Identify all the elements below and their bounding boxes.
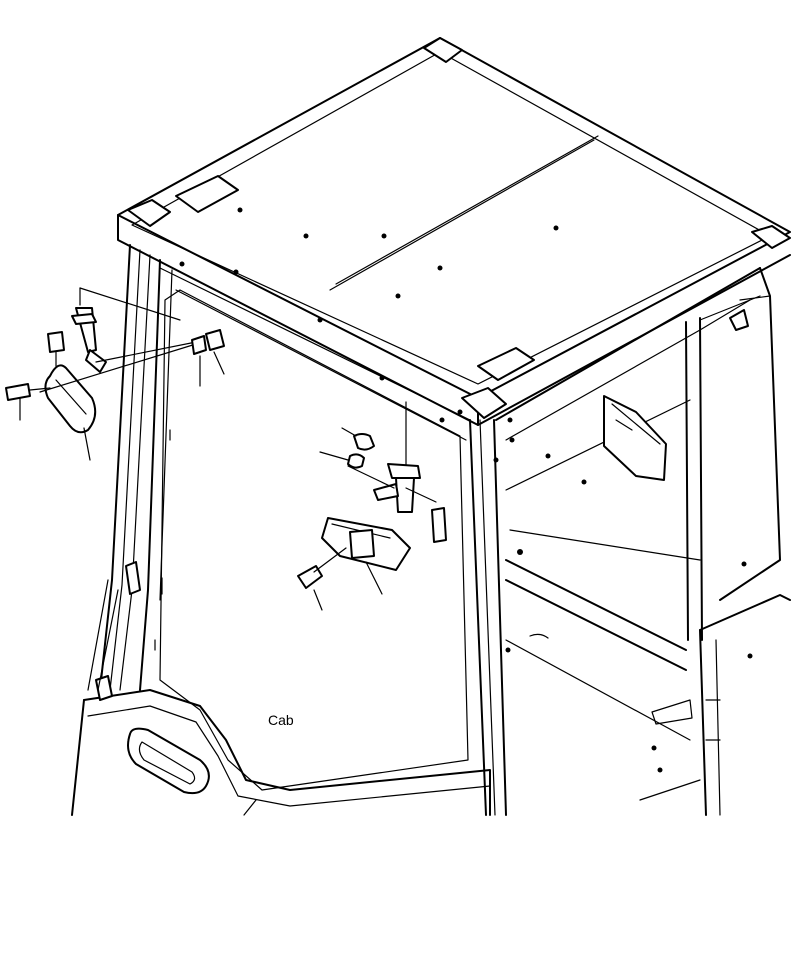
roof-plate-front [175,175,239,213]
interior-mirror-stay [395,477,415,513]
cab-label: Cab [268,712,294,728]
interior-mirror-washer [347,453,365,469]
corner-bracket-front [461,387,507,419]
door-lower-panel [71,689,491,816]
front-right-pillar [469,419,507,816]
front-upper-beam [159,267,471,441]
roof-plate-rear [477,347,535,381]
leader-line-bottom [243,799,257,816]
roof [117,37,791,426]
door-hinge [87,561,141,701]
corner-bracket-right [751,225,791,249]
corner-bracket-top [423,37,463,63]
window-latch [729,309,749,331]
door-handle-grip [127,727,210,795]
left-mirror-bolt [5,383,31,401]
left-mirror-nut [205,329,225,351]
floor-panel [505,453,753,801]
side-frame-bolts [439,409,515,653]
interior-mirror-screw [431,507,447,543]
roof-bolts [179,207,559,381]
rear-bracket [603,395,667,481]
windshield [154,289,469,791]
left-mirror-body [44,364,97,434]
interior-mirror-nut [353,433,375,451]
interior-mirror-assembly [297,401,447,611]
left-mirror-assembly [5,287,225,461]
rear-door-frame [699,594,791,816]
corner-bracket-left [127,199,171,227]
side-frame [495,267,781,671]
interior-mirror-bolt [297,565,323,589]
left-mirror-screw [47,331,65,353]
